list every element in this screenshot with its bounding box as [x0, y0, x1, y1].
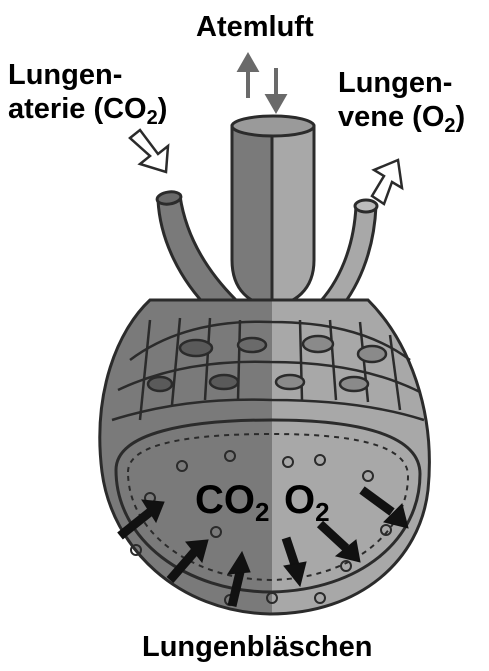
alveolus-label: Lungenbläschen [142, 630, 372, 664]
artery-inflow-arrow [130, 130, 168, 172]
air-flow-arrows [240, 56, 284, 110]
artery-label-line1: Lungen- [8, 58, 167, 92]
o2-label: O2 [284, 478, 330, 534]
vein-label-line2: vene (O2) [338, 100, 465, 143]
left-vessel [156, 190, 236, 310]
vein-label-line1: Lungen- [338, 66, 465, 100]
co2-label: CO2 [195, 478, 269, 534]
airway-tube [232, 116, 314, 305]
pulmonary-artery-label: Lungen- aterie (CO2) [8, 58, 167, 135]
air-label: Atemluft [196, 10, 314, 44]
vein-outflow-arrow [372, 160, 402, 204]
pulmonary-vein-label: Lungen- vene (O2) [338, 66, 465, 143]
artery-label-line2: aterie (CO2) [8, 92, 167, 135]
